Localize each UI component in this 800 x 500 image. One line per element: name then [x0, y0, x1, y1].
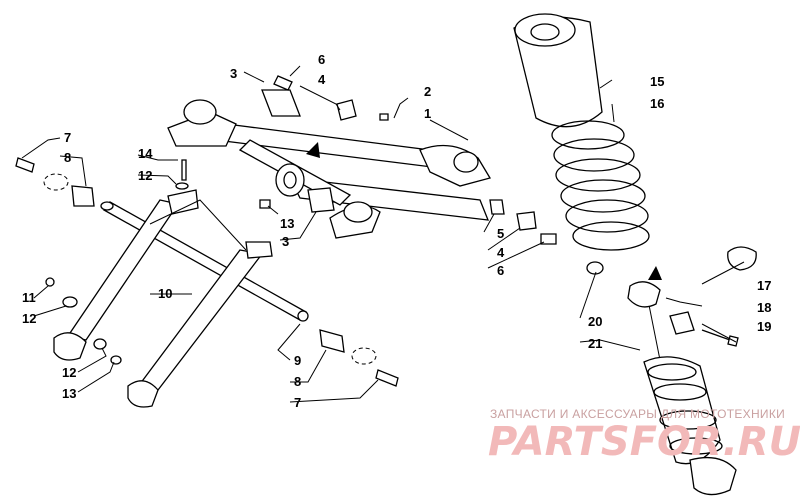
- callout-8a: 8: [64, 150, 71, 165]
- watermark-brand: PARTSFOR.RU: [488, 419, 800, 465]
- callout-9: 9: [294, 353, 301, 368]
- callout-4a: 4: [318, 72, 326, 87]
- direction-arrow: [648, 266, 662, 280]
- watermark: ЗАПЧАСТИ И АКСЕССУАРЫ ДЛЯ МОТОТЕХНИКИ PA…: [488, 407, 800, 465]
- a-arm-assembly: [167, 75, 557, 245]
- callout-1: 1: [424, 106, 431, 121]
- callout-12a: 12: [138, 168, 152, 183]
- shock-absorber: [513, 13, 757, 496]
- callout-13b: 13: [62, 386, 76, 401]
- part-21-shock-body: [643, 299, 737, 496]
- callout-numbers: 15 16 6 4 3 2 1 7 8 14 12 13 3 5 4 6 17 …: [22, 52, 771, 410]
- part-15-bump-stop: [513, 13, 603, 128]
- callout-3b: 3: [282, 234, 289, 249]
- callout-20: 20: [588, 314, 602, 329]
- callout-18: 18: [757, 300, 771, 315]
- leader-lines: [21, 65, 745, 403]
- callout-2: 2: [424, 84, 431, 99]
- lower-linkage: [15, 157, 399, 408]
- shock-hardware: [586, 246, 757, 347]
- callout-14: 14: [138, 146, 153, 161]
- part-16-spring: [551, 120, 650, 251]
- callout-4b: 4: [497, 245, 505, 260]
- callout-6a: 6: [318, 52, 325, 67]
- callout-7a: 7: [64, 130, 71, 145]
- callout-3a: 3: [230, 66, 237, 81]
- callout-19: 19: [757, 319, 771, 334]
- watermark-caption: ЗАПЧАСТИ И АКСЕССУАРЫ ДЛЯ МОТОТЕХНИКИ: [490, 407, 785, 421]
- callout-10: 10: [158, 286, 172, 301]
- callout-7b: 7: [294, 395, 301, 410]
- callout-12b: 12: [22, 311, 36, 326]
- callout-11: 11: [22, 290, 36, 305]
- callout-21: 21: [588, 336, 602, 351]
- callout-17: 17: [757, 278, 771, 293]
- callout-5: 5: [497, 226, 504, 241]
- callout-6b: 6: [497, 263, 504, 278]
- callout-16: 16: [650, 96, 664, 111]
- callout-12c: 12: [62, 365, 76, 380]
- callout-8b: 8: [294, 374, 301, 389]
- callout-15: 15: [650, 74, 664, 89]
- callout-13a: 13: [280, 216, 294, 231]
